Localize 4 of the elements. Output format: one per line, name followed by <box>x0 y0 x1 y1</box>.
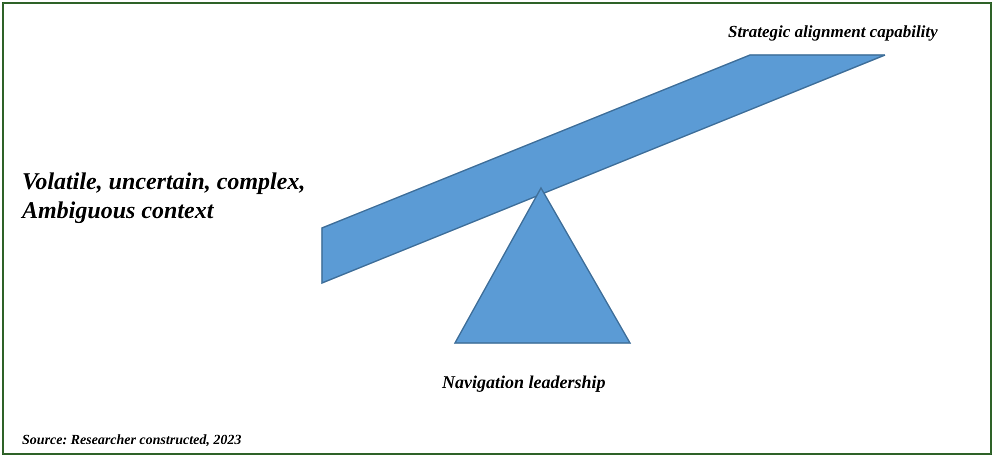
fulcrum-label: Navigation leadership <box>442 372 606 394</box>
source-caption: Source: Researcher constructed, 2023 <box>22 433 242 449</box>
context-label: Volatile, uncertain, complex, Ambiguous context <box>22 168 306 226</box>
beam-end-label: Strategic alignment capability <box>728 22 938 42</box>
